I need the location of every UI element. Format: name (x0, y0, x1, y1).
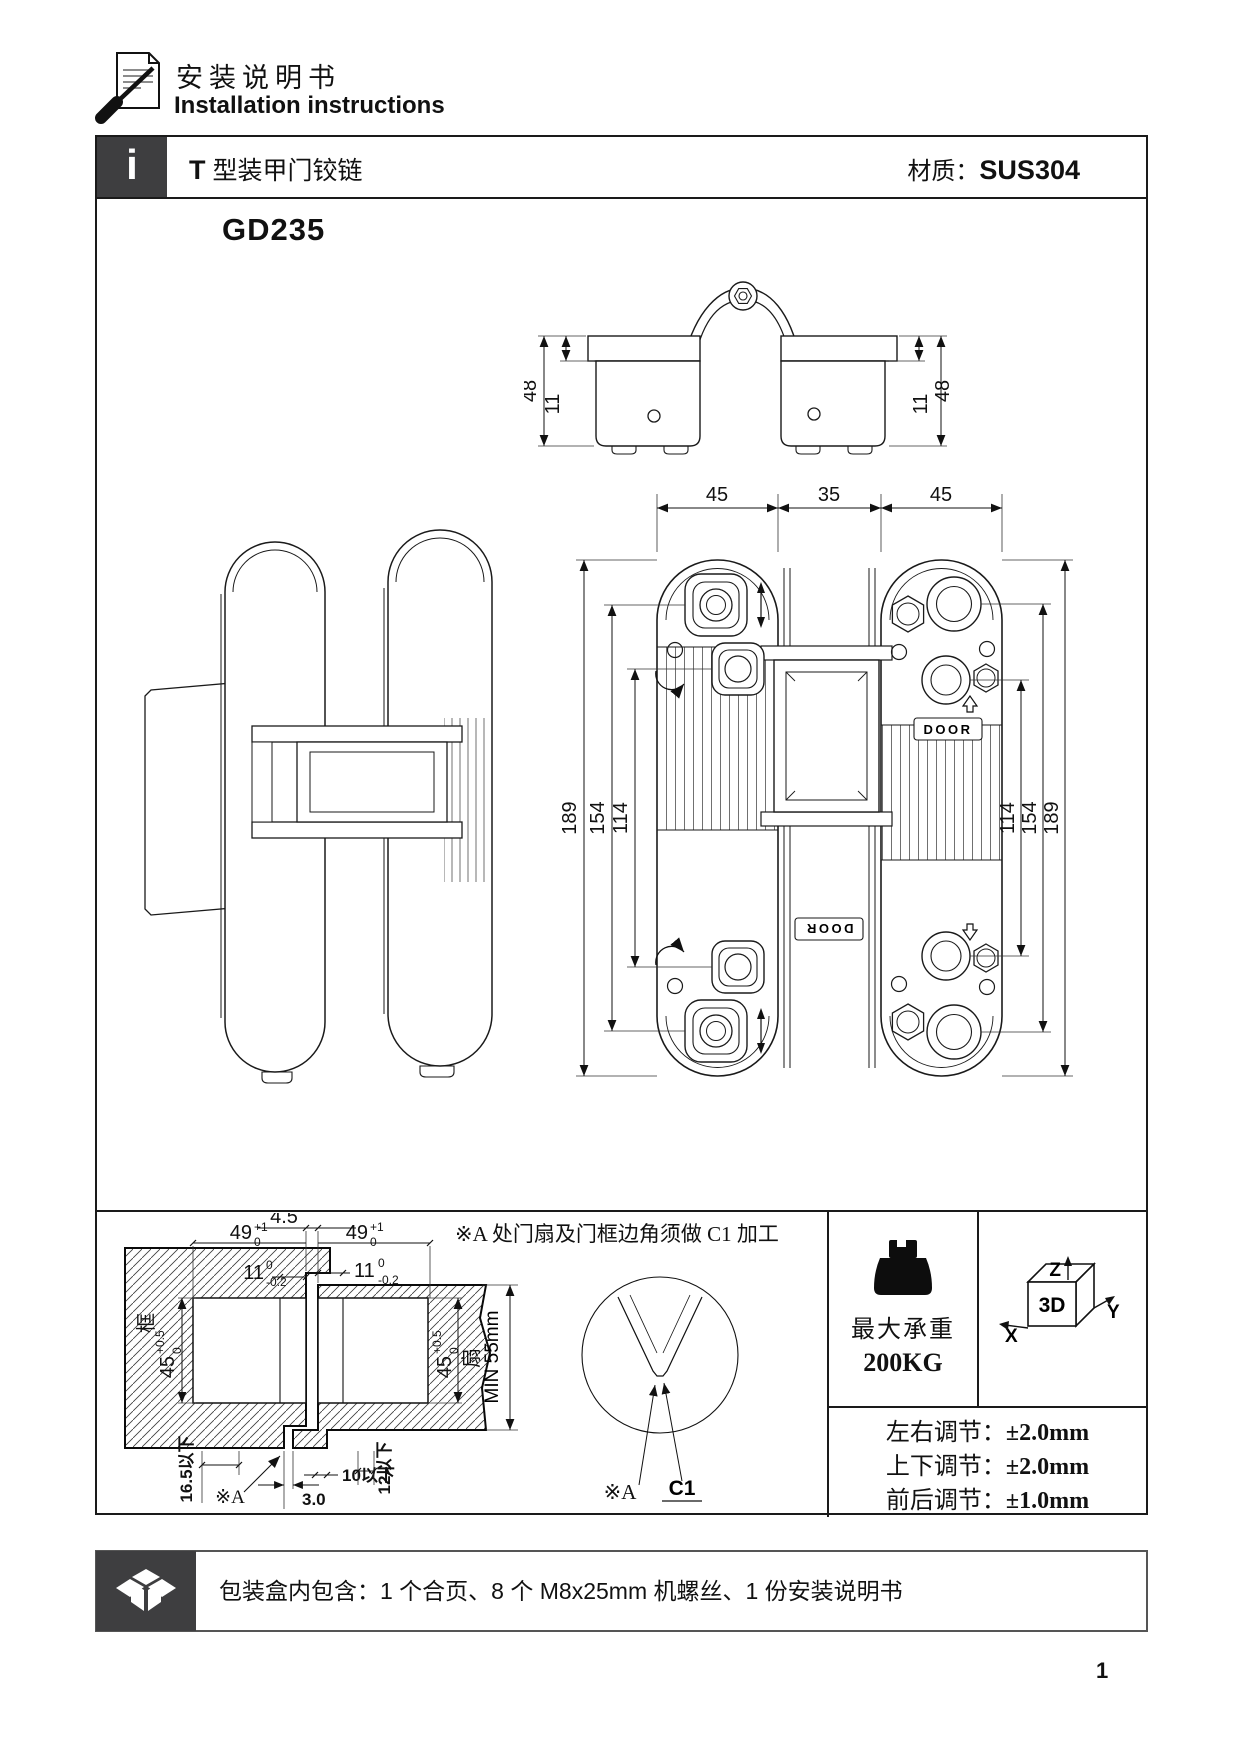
package-contents-text: 包装盒内包含：1 个合页、8 个 M8x25mm 机螺丝、1 份安装说明书 (219, 1578, 903, 1604)
dim-48-right: 48 (932, 380, 954, 402)
weight-icon (874, 1240, 932, 1295)
dim-48-left: 48 (524, 380, 541, 402)
hex-screw-icon (891, 595, 925, 633)
dim-154-left: 154 (587, 801, 609, 834)
axis-x-label: X (1005, 1326, 1018, 1347)
model-number: GD235 (222, 212, 326, 247)
section-note: ※A 处门扇及门框边角须做 C1 加工 (455, 1222, 779, 1246)
axis-z-label: Z (1049, 1260, 1061, 1281)
svg-text:DOOR: DOOR (805, 921, 854, 936)
adjust-arrow-down-icon (757, 617, 765, 628)
adjustment-specs: 左右调节：±2.0mm 上下调节：±2.0mm 前后调节：±1.0mm (829, 1406, 1146, 1517)
top-view-drawing: 48 11 11 48 (524, 281, 954, 455)
dim-154-right: 154 (1019, 801, 1041, 834)
page-number: 1 (1096, 1658, 1109, 1683)
pivot-nut (728, 281, 758, 311)
svg-text:0: 0 (170, 1347, 184, 1354)
detail-circle (581, 1276, 739, 1434)
product-title: T 型装甲门铰链 (189, 155, 363, 185)
rotate-arrow-icon (655, 670, 685, 699)
dim-gap-30: 3.0 (302, 1490, 326, 1509)
svg-text:+0.5: +0.5 (153, 1330, 167, 1354)
3d-axes-icon: 3D Z X Y (999, 1256, 1120, 1347)
dim-114-left: 114 (610, 802, 632, 834)
dim-min-55: MIN 55mm (482, 1311, 503, 1404)
adjust-ud: 上下调节：±2.0mm (885, 1454, 1090, 1480)
cube-label: 3D (1039, 1294, 1066, 1317)
adjust-fb: 前后调节：±1.0mm (885, 1488, 1090, 1514)
dim-114-right: 114 (997, 802, 1019, 834)
dim-gap-45: 4.5 (270, 1213, 298, 1228)
title-bar: i T 型装甲门铰链 材质：SUS304 (97, 137, 1146, 199)
max-load-value: 200KG (863, 1348, 943, 1377)
svg-text:0: 0 (378, 1256, 385, 1270)
max-load-cell: 最大承重 200KG (829, 1212, 979, 1406)
svg-text:+1: +1 (254, 1220, 268, 1234)
dim-189-right: 189 (1041, 801, 1063, 834)
section-drawing-cell (97, 1212, 829, 1517)
dim-max-165: 16.5以下 (177, 1435, 196, 1502)
door-label-top: DOOR (913, 717, 983, 741)
info-icon: i (97, 137, 167, 197)
max-load-label: 最大承重 (851, 1317, 955, 1343)
cross-section-drawing: 4.5 49 +1 0 49 +1 0 11 0 -0.2 11 0 -0.2 … (124, 1213, 739, 1509)
svg-text:0: 0 (254, 1235, 261, 1249)
front-view-drawing: 45 35 45 (559, 484, 1073, 1077)
ref-a-callout: ※A (215, 1487, 245, 1508)
header-title-cn: 安装说明书 (176, 63, 341, 93)
spec-section: 最大承重 200KG 3D Z X Y (97, 1210, 1146, 1517)
detail-c1: C1 (669, 1477, 696, 1500)
leaf-label: 扇 (460, 1348, 483, 1368)
dim-max-10: 10以下 (342, 1466, 395, 1485)
box-icon (96, 1551, 196, 1631)
adjust-arrow-up-icon (757, 582, 765, 593)
dim-max-12: 12以下 (375, 1442, 394, 1495)
svg-text:DOOR: DOOR (924, 722, 973, 737)
shift-arrow-icon (961, 694, 979, 713)
svg-text:+0.5: +0.5 (430, 1330, 444, 1354)
axes-cube-cell: 3D Z X Y (979, 1212, 1146, 1406)
svg-text:0: 0 (447, 1347, 461, 1354)
dim-11-right: 11 (910, 394, 932, 415)
dim-11-left: 11 (542, 394, 564, 415)
header-title-en: Installation instructions (174, 92, 445, 119)
dim-11-frame: 11 (243, 1262, 264, 1284)
door-label-bottom: DOOR (794, 917, 864, 941)
svg-text:-0.2: -0.2 (378, 1273, 399, 1287)
svg-text:0: 0 (370, 1235, 377, 1249)
isometric-view-drawing (144, 529, 493, 1084)
material-spec: 材质：SUS304 (907, 155, 1080, 185)
dim-49-right: 49 (346, 1222, 368, 1244)
detail-ref-a: ※A (604, 1480, 638, 1504)
document-screwdriver-icon (95, 52, 160, 124)
axis-y-label: Y (1107, 1302, 1120, 1323)
dim-35: 35 (818, 484, 840, 506)
dim-11-door: 11 (354, 1260, 375, 1282)
main-frame: i T 型装甲门铰链 材质：SUS304 最大承重 200KG (95, 135, 1148, 1517)
dim-45-door-pocket: 45 +0.5 0 (430, 1330, 461, 1378)
dim-45-left: 45 (706, 484, 728, 506)
svg-text:+1: +1 (370, 1220, 384, 1234)
dim-189-left: 189 (559, 801, 581, 834)
svg-text:0: 0 (266, 1258, 273, 1272)
svg-text:-0.2: -0.2 (266, 1275, 287, 1289)
package-contents-bar: 包装盒内包含：1 个合页、8 个 M8x25mm 机螺丝、1 份安装说明书 (95, 1550, 1148, 1632)
svg-text:45: 45 (157, 1356, 179, 1378)
svg-text:45: 45 (434, 1356, 456, 1378)
dim-45-frame-pocket: 45 +0.5 0 (153, 1330, 184, 1378)
dim-49-left: 49 (230, 1222, 252, 1244)
adjust-lr: 左右调节：±2.0mm (885, 1420, 1090, 1446)
dim-45-right: 45 (930, 484, 952, 506)
frame-label: 框 (135, 1313, 158, 1333)
